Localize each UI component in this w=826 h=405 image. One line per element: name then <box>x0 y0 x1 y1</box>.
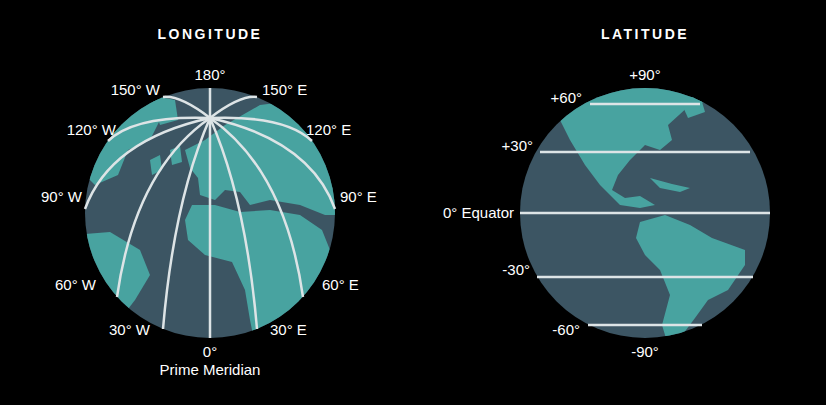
equator-label: 0° Equator <box>443 204 514 222</box>
longitude-label: 120° W <box>67 121 116 139</box>
heading: LATITUDE <box>601 25 689 43</box>
longitude-label: 180° <box>194 66 225 84</box>
longitude-label: 90° W <box>41 188 82 206</box>
landmass <box>60 80 345 345</box>
longitude-label: 30° W <box>109 321 150 339</box>
longitude-label: 90° E <box>340 188 377 206</box>
longitude-label: 30° E <box>270 321 307 339</box>
longitude-label: 150° E <box>262 81 307 99</box>
latitude-label: +30° <box>502 137 533 155</box>
latitude-label: -90° <box>631 343 659 361</box>
longitude-label: 60° W <box>55 276 96 294</box>
parallel-lines <box>520 104 770 325</box>
heading: LONGITUDE <box>158 25 263 43</box>
meridian-lines <box>85 88 335 338</box>
latitude-label: +60° <box>551 89 582 107</box>
longitude-label: 150° W <box>111 81 160 99</box>
latitude-label: -30° <box>502 261 530 279</box>
longitude-label: 120° E <box>306 121 351 139</box>
longitude-label: 0° <box>203 343 217 361</box>
latitude-label: +90° <box>629 66 660 84</box>
longitude-label: 60° E <box>322 276 359 294</box>
meridian-name: Prime Meridian <box>160 361 261 379</box>
latitude-label: -60° <box>552 321 580 339</box>
